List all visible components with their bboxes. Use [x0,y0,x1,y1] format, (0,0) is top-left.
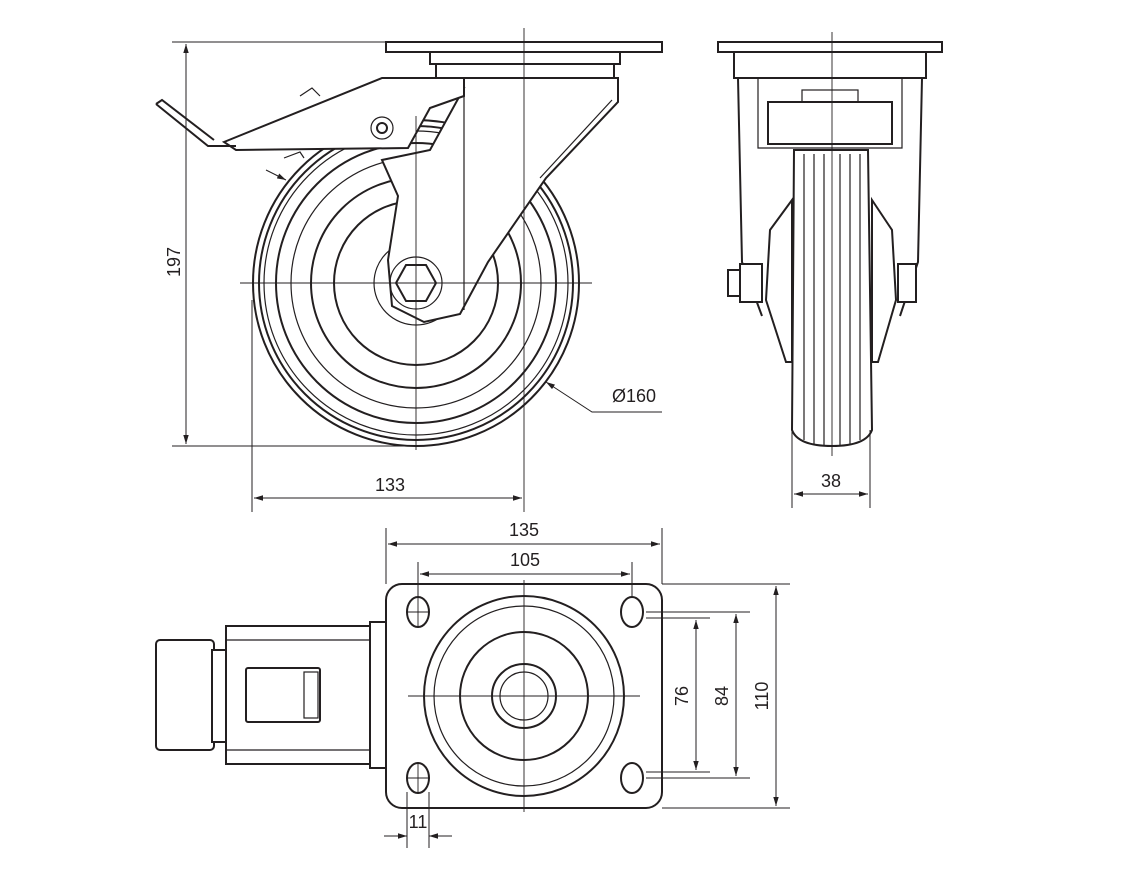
side-view: 197 133 Ø160 [155,28,663,512]
top-view: 135 105 76 84 110 11 [155,520,790,848]
bolt-hole-dimension: 11 [409,812,428,832]
height-dimension: 197 [164,247,184,277]
wheel-diameter-dimension: Ø160 [612,386,656,406]
plate-length-dimension: 135 [509,520,539,540]
plate-width-dimension: 110 [752,682,772,711]
fork-bracket [380,77,619,324]
brake-lever [155,77,465,159]
hole-spacing-length-dimension: 105 [510,550,540,570]
offset-dimension: 133 [375,475,405,495]
wheel-width-dimension: 38 [821,471,841,491]
hole-spacing-width-dimension: 76 [672,686,692,706]
plate-width-inner-dimension: 84 [712,686,732,706]
front-view: 38 [717,32,943,508]
